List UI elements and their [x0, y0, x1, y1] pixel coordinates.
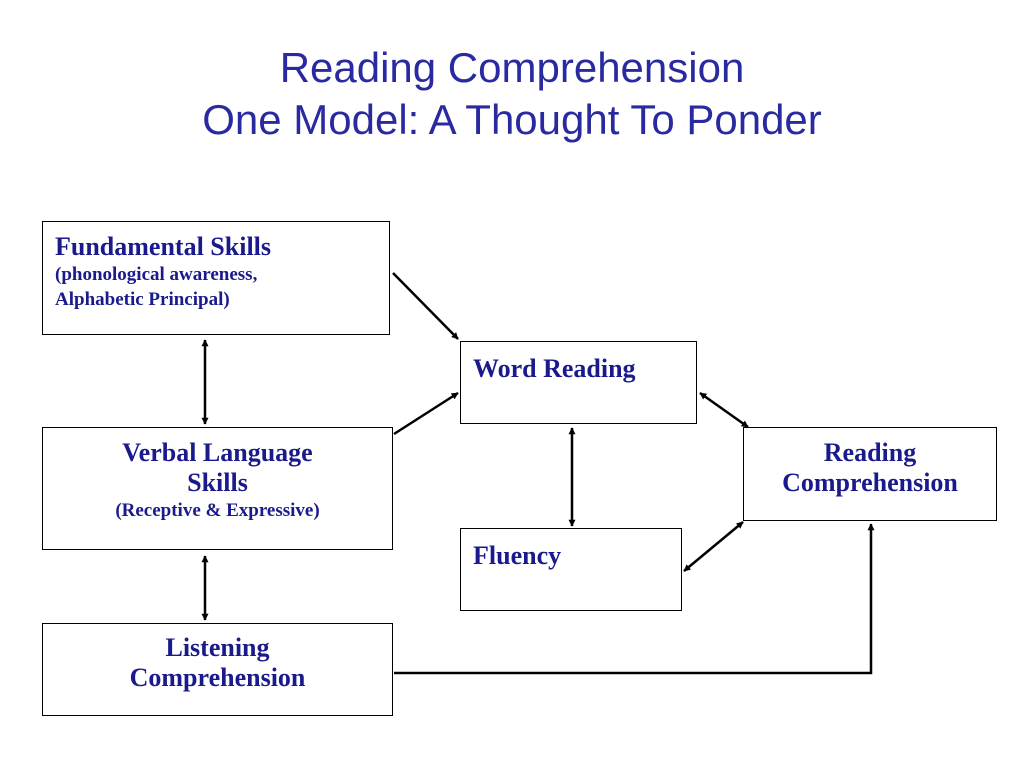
box-verbal-language-skills: Verbal Language Skills (Receptive & Expr… — [42, 427, 393, 550]
listening-label-line-1: Listening — [165, 633, 270, 662]
word-reading-label: Word Reading — [473, 354, 636, 383]
box-reading-comprehension: Reading Comprehension — [743, 427, 997, 521]
fundamental-skills-sub-line-2: Alphabetic Principal) — [55, 289, 230, 310]
fundamental-skills-sub-line-1: (phonological awareness, — [55, 264, 258, 285]
box-listening-comprehension: Listening Comprehension — [42, 623, 393, 716]
verbal-language-sub: (Receptive & Expressive) — [115, 500, 320, 521]
reading-comprehension-label-line-2: Comprehension — [782, 468, 958, 497]
box-fundamental-skills: Fundamental Skills (phonological awarene… — [42, 221, 390, 335]
arrow-fundamental-to-word-reading — [392, 272, 459, 340]
arrow-listening-to-reading-comprehension — [394, 523, 875, 675]
title-line-2: One Model: A Thought To Ponder — [202, 96, 822, 143]
verbal-language-label-line-1: Verbal Language — [122, 438, 313, 467]
page-title: Reading Comprehension One Model: A Thoug… — [0, 42, 1024, 146]
box-fluency: Fluency — [460, 528, 682, 611]
arrow-word-reading-reading-comprehension — [699, 391, 749, 429]
box-word-reading: Word Reading — [460, 341, 697, 424]
fluency-label: Fluency — [473, 541, 562, 570]
listening-label-line-2: Comprehension — [129, 663, 306, 692]
verbal-language-label-line-2: Skills — [187, 468, 248, 497]
title-line-1: Reading Comprehension — [279, 44, 745, 91]
arrow-verbal-to-word-reading — [393, 391, 459, 436]
fundamental-skills-label: Fundamental Skills — [55, 232, 272, 261]
reading-comprehension-label-line-1: Reading — [823, 438, 917, 467]
arrow-fluency-reading-comprehension — [683, 521, 744, 572]
